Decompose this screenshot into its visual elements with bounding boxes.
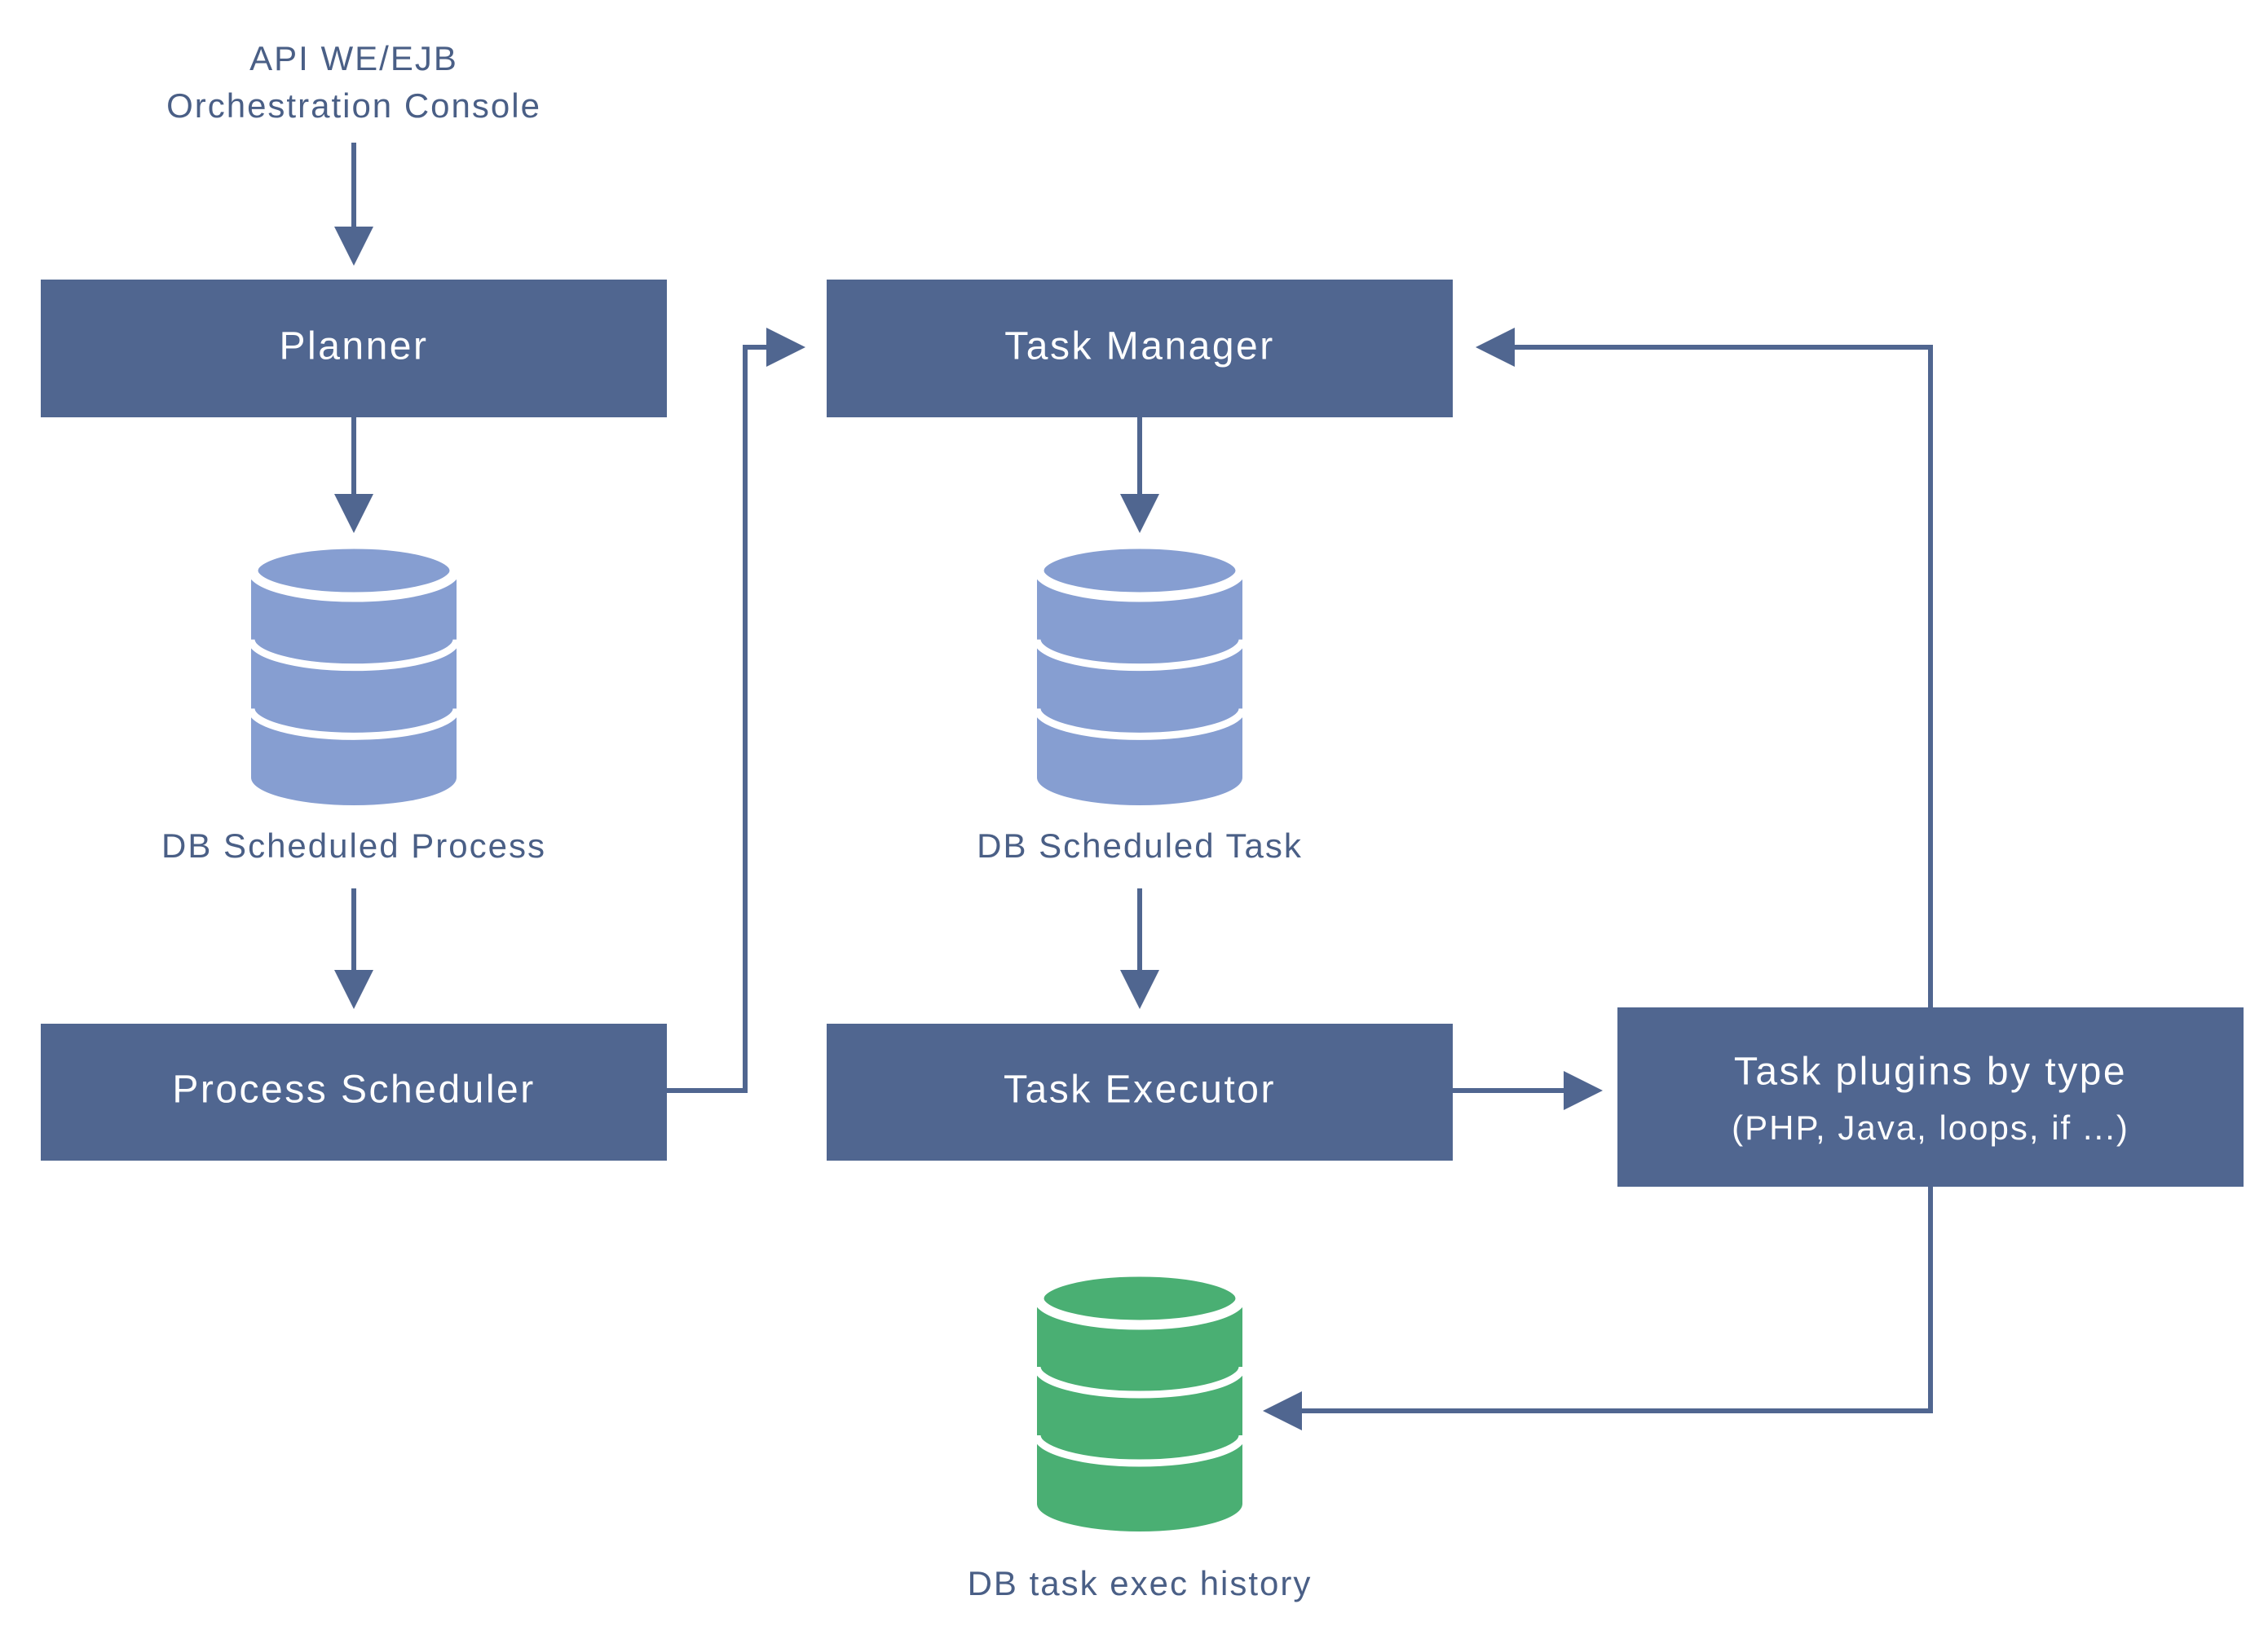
db-exec-history-label: DB task exec history xyxy=(968,1564,1313,1602)
database-band xyxy=(247,707,461,740)
process-scheduler-box: Process Scheduler xyxy=(41,1024,667,1161)
task-plugins-label: Task plugins by type xyxy=(1734,1051,2127,1094)
database-cap xyxy=(1036,1269,1243,1328)
task-executor-box: Task Executor xyxy=(827,1024,1453,1161)
db-scheduled-task-label: DB Scheduled Task xyxy=(977,826,1303,865)
database-icon xyxy=(247,541,461,805)
database-band xyxy=(1033,707,1247,740)
database-icon xyxy=(1033,541,1247,805)
edge-task-plugins-to-db-exec-history xyxy=(1263,1187,1933,1430)
database-band xyxy=(1033,1366,1247,1399)
edge-task-plugins-to-task-manager xyxy=(1476,328,1933,1007)
task-manager-box: Task Manager xyxy=(827,280,1453,417)
task-plugins-sublabel: (PHP, Java, loops, if ...) xyxy=(1732,1108,2129,1147)
db-exec-history: DB task exec history xyxy=(968,1269,1313,1602)
database-cap xyxy=(1036,541,1243,600)
database-band xyxy=(1033,1434,1247,1467)
database-body xyxy=(1037,1298,1242,1531)
planner-label: Planner xyxy=(280,325,429,368)
edges xyxy=(334,143,1933,1430)
task-manager-label: Task Manager xyxy=(1004,325,1274,368)
process-scheduler-label: Process Scheduler xyxy=(172,1069,535,1112)
task-plugins-box: Task plugins by type (PHP, Java, loops, … xyxy=(1617,1007,2244,1187)
source-label-line1: API WE/EJB xyxy=(249,39,458,77)
source-label-line2: Orchestration Console xyxy=(166,86,541,125)
task-executor-label: Task Executor xyxy=(1004,1069,1276,1112)
db-scheduled-process: DB Scheduled Process xyxy=(161,541,546,865)
database-body xyxy=(251,571,457,805)
db-scheduled-process-label: DB Scheduled Process xyxy=(161,826,546,865)
source-label: API WE/EJB Orchestration Console xyxy=(166,39,541,125)
planner-box: Planner xyxy=(41,280,667,417)
db-scheduled-task: DB Scheduled Task xyxy=(977,541,1303,865)
database-icon xyxy=(1033,1269,1247,1531)
edge-process-scheduler-to-task-manager xyxy=(667,328,805,1093)
database-band xyxy=(1033,639,1247,672)
database-band xyxy=(247,639,461,672)
database-cap xyxy=(250,541,457,600)
database-body xyxy=(1037,571,1242,805)
